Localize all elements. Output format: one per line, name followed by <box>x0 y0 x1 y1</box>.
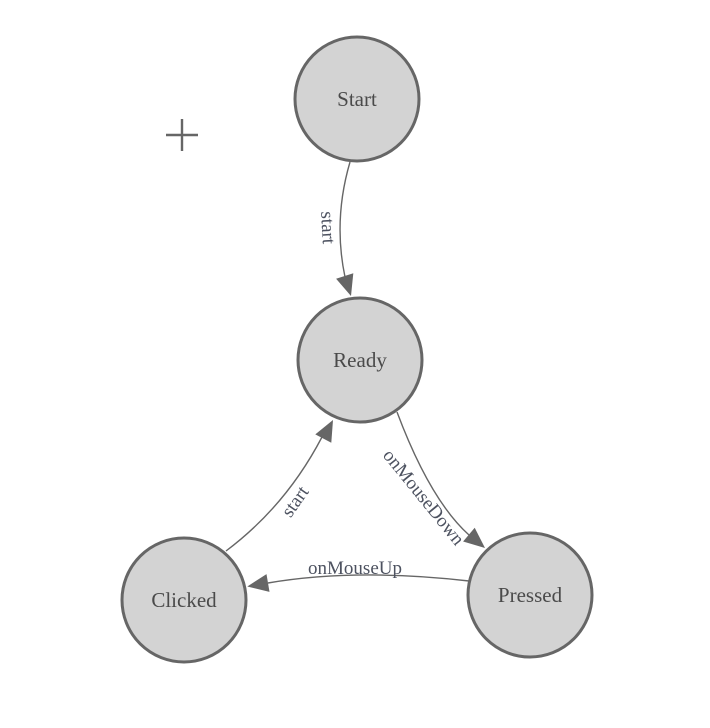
transition-ready-to-pressed-line[interactable] <box>396 411 470 536</box>
state-node-start[interactable]: Start <box>293 35 421 163</box>
state-label-pressed: Pressed <box>498 583 563 607</box>
arrow-head-icon <box>315 420 333 443</box>
transition-label-onmouseup[interactable]: onMouseUp <box>308 558 402 579</box>
state-label-start: Start <box>337 87 377 111</box>
transition-ready-to-pressed[interactable]: onMouseDown <box>378 411 485 550</box>
state-circle[interactable] <box>120 536 248 664</box>
transition-start-to-ready[interactable]: start <box>316 161 354 296</box>
state-circle[interactable] <box>296 296 424 424</box>
arrow-head-icon <box>247 574 270 592</box>
crosshair-plus-icon <box>166 119 198 151</box>
state-label-clicked: Clicked <box>151 588 217 612</box>
transition-label-start2[interactable]: start <box>278 482 314 521</box>
transition-start-to-ready-line[interactable] <box>339 161 351 278</box>
arrow-head-icon <box>336 273 354 296</box>
state-node-pressed[interactable]: Pressed <box>466 531 594 659</box>
state-circle[interactable] <box>293 35 421 163</box>
transition-pressed-to-clicked[interactable]: onMouseUp <box>247 558 470 592</box>
state-circle[interactable] <box>466 531 594 659</box>
transition-label-start[interactable]: start <box>316 211 339 245</box>
state-node-clicked[interactable]: Clicked <box>120 536 248 664</box>
transition-label-onmousedown[interactable]: onMouseDown <box>378 445 468 550</box>
state-label-ready: Ready <box>333 348 387 372</box>
arrow-head-icon <box>463 527 485 548</box>
transition-clicked-to-ready-line[interactable] <box>225 436 323 552</box>
state-node-ready[interactable]: Ready <box>296 296 424 424</box>
transition-pressed-to-clicked-line[interactable] <box>267 574 470 584</box>
transition-clicked-to-ready[interactable]: start <box>225 420 333 552</box>
